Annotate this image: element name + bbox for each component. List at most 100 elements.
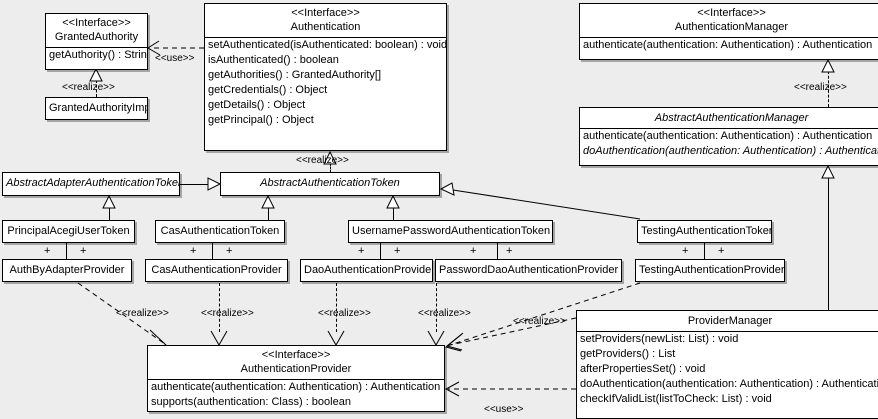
generalization-line-adapter-token bbox=[180, 184, 209, 185]
member-item: getAuthorities() : GrantedAuthority[] bbox=[208, 69, 382, 81]
class-cas-authentication-token[interactable]: CasAuthenticationToken bbox=[155, 220, 285, 243]
realize-line-abstractauthenticationtoken bbox=[330, 163, 331, 173]
class-name-label: ProviderManager bbox=[687, 315, 773, 327]
class-abstract-authentication-token[interactable]: AbstractAuthenticationToken bbox=[220, 172, 440, 196]
class-header-authentication-provider: <<Interface>> AuthenticationProvider bbox=[148, 346, 444, 379]
class-header-granted-authority: <<Interface>> GrantedAuthority bbox=[46, 14, 147, 47]
member-item: isAuthenticated() : boolean bbox=[208, 54, 339, 66]
class-cas-authentication-provider[interactable]: CasAuthenticationProvider bbox=[145, 259, 288, 282]
class-authentication[interactable]: <<Interface>> Authentication setAuthenti… bbox=[204, 3, 447, 151]
class-name-label: AuthenticationManager bbox=[674, 21, 789, 33]
association-line-upat-daoprovider bbox=[380, 243, 381, 260]
class-name-label: CasAuthenticationProvider bbox=[151, 264, 282, 276]
class-username-password-authentication-token[interactable]: UsernamePasswordAuthenticationToken bbox=[348, 220, 553, 243]
relationship-label-realize-abstractauthenticationmanager: <<realize>> bbox=[794, 82, 847, 93]
relationship-label-realize-cas: <<realize>> bbox=[201, 308, 254, 319]
compartment-separator bbox=[577, 331, 878, 332]
member-item: authenticate(authentication: Authenticat… bbox=[583, 130, 873, 142]
class-abstract-authentication-manager[interactable]: AbstractAuthenticationManager authentica… bbox=[579, 107, 878, 166]
stereotype-label: <<Interface>> bbox=[291, 7, 360, 19]
member-item: getPrincipal() : Object bbox=[208, 114, 314, 126]
association-line-testingtoken-testingprovider bbox=[704, 243, 705, 260]
member-item: checkIfValidList(listToCheck: List) : vo… bbox=[580, 393, 772, 405]
class-name-label: AbstractAuthenticationManager bbox=[654, 112, 809, 124]
class-dao-authentication-provider[interactable]: DaoAuthenticationProvider bbox=[300, 259, 433, 282]
realize-line-passworddaoprovider bbox=[436, 283, 437, 332]
class-name-label: Authentication bbox=[290, 21, 361, 33]
member-list: getAuthority() : String bbox=[46, 48, 147, 63]
class-name-label: GrantedAuthority bbox=[54, 31, 139, 43]
class-authentication-manager[interactable]: <<Interface>> AuthenticationManager auth… bbox=[579, 3, 878, 60]
association-line-upat-passworddaoprovider bbox=[497, 243, 498, 260]
class-name-label: AuthenticationProvider bbox=[240, 363, 352, 375]
member-item: getAuthority() : String bbox=[49, 49, 147, 61]
stereotype-label: <<Interface>> bbox=[697, 7, 766, 19]
member-item: doAuthentication(authentication: Authent… bbox=[583, 145, 878, 157]
realize-line-abstractauthenticationmanager bbox=[828, 71, 829, 107]
relationship-label-realize-abstractauthenticationtoken: <<realize>> bbox=[296, 155, 349, 166]
class-name-label: AuthByAdapterProvider bbox=[9, 264, 125, 276]
class-name-label: PasswordDaoAuthenticationProvider bbox=[439, 264, 619, 276]
member-item: getCredentials() : Object bbox=[208, 84, 328, 96]
class-header-abstract-authentication-manager: AbstractAuthenticationManager bbox=[580, 108, 878, 128]
compartment-separator bbox=[580, 37, 878, 38]
relationship-label-use-providermanager: <<use>> bbox=[484, 404, 524, 415]
class-name-label: DaoAuthenticationProvider bbox=[304, 264, 432, 276]
class-auth-by-adapter-provider[interactable]: AuthByAdapterProvider bbox=[2, 259, 132, 282]
class-principal-acegi-user-token[interactable]: PrincipalAcegiUserToken bbox=[2, 220, 135, 243]
association-line-cas-casprovider bbox=[212, 243, 213, 260]
class-granted-authority[interactable]: <<Interface>> GrantedAuthority getAuthor… bbox=[45, 13, 148, 70]
association-line-principal-authbyadapter bbox=[66, 243, 67, 260]
association-marker-plus: + bbox=[44, 245, 51, 257]
relationship-label-realize-authbyadapter: <<realize>> bbox=[116, 308, 169, 319]
compartment-separator bbox=[46, 47, 147, 48]
class-testing-authentication-provider[interactable]: TestingAuthenticationProvider bbox=[635, 259, 785, 282]
member-item: getDetails() : Object bbox=[208, 99, 306, 111]
class-testing-authentication-token[interactable]: TestingAuthenticationToken bbox=[637, 220, 772, 243]
member-item: supports(authentication: Class) : boolea… bbox=[151, 396, 351, 408]
class-granted-authority-impl[interactable]: GrantedAuthorityImpl bbox=[45, 97, 148, 120]
association-marker-plus: + bbox=[470, 245, 477, 257]
compartment-separator bbox=[148, 379, 444, 380]
realize-line-daoprovider bbox=[336, 283, 337, 332]
generalization-line-principalacegiusertoken bbox=[109, 207, 110, 221]
generalization-line-right-vertical bbox=[828, 177, 829, 310]
stereotype-label: <<Interface>> bbox=[261, 349, 331, 361]
compartment-separator bbox=[205, 37, 446, 38]
relationship-label-realize-dao: <<realize>> bbox=[318, 308, 371, 319]
class-abstract-adapter-authentication-token[interactable]: AbstractAdapterAuthenticationToken bbox=[2, 172, 180, 196]
member-list: setProviders(newList: List) : void getPr… bbox=[577, 332, 878, 407]
association-marker-plus: + bbox=[190, 245, 197, 257]
member-item: doAuthentication(authentication: Authent… bbox=[580, 378, 878, 390]
member-item: getProviders() : List bbox=[580, 348, 676, 360]
class-name-label: PrincipalAcegiUserToken bbox=[7, 225, 130, 237]
member-item: afterPropertiesSet() : void bbox=[580, 363, 706, 375]
class-name-label: AbstractAuthenticationToken bbox=[260, 177, 400, 189]
association-marker-plus: + bbox=[226, 245, 233, 257]
member-item: setProviders(newList: List) : void bbox=[580, 333, 739, 345]
association-marker-plus: + bbox=[682, 245, 689, 257]
generalization-line-casauthenticationtoken bbox=[268, 207, 269, 221]
member-list: authenticate(authentication: Authenticat… bbox=[580, 129, 878, 159]
association-marker-plus: + bbox=[358, 245, 365, 257]
class-name-label: TestingAuthenticationToken bbox=[641, 225, 771, 237]
member-list: authenticate(authentication: Authenticat… bbox=[580, 38, 878, 53]
member-item: setAuthenticated(isAuthenticated: boolea… bbox=[208, 39, 446, 51]
class-name-label: AbstractAdapterAuthenticationToken bbox=[6, 177, 179, 189]
class-header-provider-manager: ProviderManager bbox=[577, 311, 878, 331]
member-item: authenticate(authentication: Authenticat… bbox=[151, 381, 441, 393]
class-provider-manager[interactable]: ProviderManager setProviders(newList: Li… bbox=[576, 310, 878, 419]
stereotype-label: <<Interface>> bbox=[62, 17, 131, 29]
member-list: setAuthenticated(isAuthenticated: boolea… bbox=[205, 38, 446, 128]
realize-line-grantedauthorityimpl bbox=[96, 80, 97, 97]
association-marker-plus: + bbox=[394, 245, 401, 257]
association-marker-plus: + bbox=[718, 245, 725, 257]
class-password-dao-authentication-provider[interactable]: PasswordDaoAuthenticationProvider bbox=[435, 259, 622, 282]
generalization-line-usernamepasswordtoken bbox=[393, 207, 394, 221]
association-marker-plus: + bbox=[80, 245, 87, 257]
relationship-label-realize-providermanager: <<realize>> bbox=[513, 316, 566, 327]
class-header-authentication: <<Interface>> Authentication bbox=[205, 4, 446, 37]
class-authentication-provider[interactable]: <<Interface>> AuthenticationProvider aut… bbox=[147, 345, 445, 412]
